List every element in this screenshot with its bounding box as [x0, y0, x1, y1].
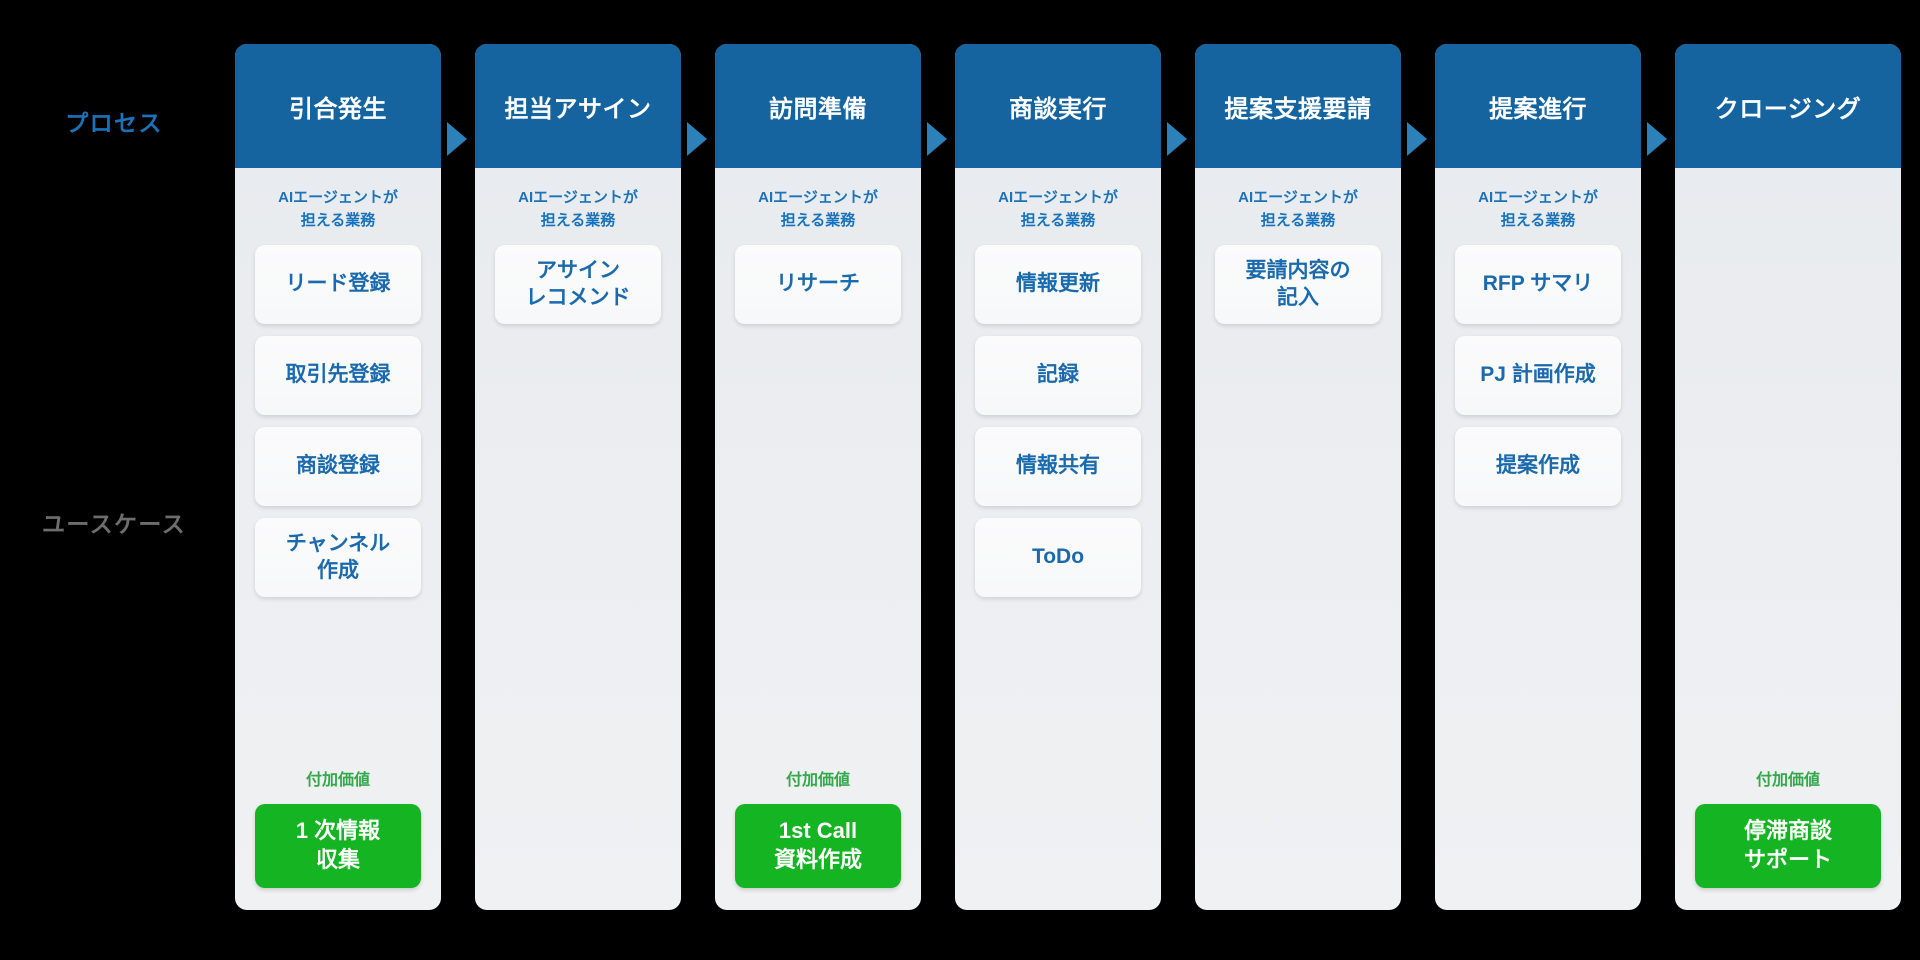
column-spacer — [735, 324, 901, 770]
ai-task-card[interactable]: 情報更新 — [975, 244, 1141, 324]
ai-task-card[interactable]: 商談登録 — [255, 426, 421, 506]
ai-task-card[interactable]: チャンネル 作成 — [255, 517, 421, 597]
stage-header[interactable]: 引合発生 — [235, 44, 441, 168]
column-spacer — [975, 597, 1141, 889]
row-label-usecase: ユースケース — [42, 511, 186, 537]
arrow-right-icon — [927, 122, 947, 156]
added-value-card[interactable]: 1 次情報 収集 — [255, 804, 421, 888]
ai-task-card[interactable]: 取引先登録 — [255, 335, 421, 415]
added-value-card[interactable]: 停滞商談 サポート — [1695, 804, 1881, 888]
ai-tasks-label: AIエージェントが 担える業務 — [278, 189, 398, 230]
column-spacer — [255, 597, 421, 770]
stage-body: 付加価値停滞商談 サポート — [1675, 168, 1901, 910]
added-value-card-list: 停滞商談 サポート — [1695, 804, 1881, 888]
stage-header[interactable]: 提案進行 — [1435, 44, 1641, 168]
added-value-label: 付加価値 — [1755, 772, 1820, 790]
added-value-section: 付加価値 1 次情報 収集 — [255, 769, 421, 888]
added-value-section: 付加価値 1st Call 資料作成 — [735, 769, 901, 888]
arrow-right-icon — [1407, 122, 1427, 156]
added-value-section: 付加価値停滞商談 サポート — [1695, 769, 1881, 888]
stage-header[interactable]: クロージング — [1675, 44, 1901, 168]
ai-tasks-label: AIエージェントが 担える業務 — [998, 189, 1118, 230]
ai-task-card[interactable]: リード登録 — [255, 244, 421, 324]
ai-task-card[interactable]: リサーチ — [735, 244, 901, 324]
stage-body: AIエージェントが 担える業務リサーチ付加価値 1st Call 資料作成 — [715, 168, 921, 910]
ai-task-card-list: リード登録取引先登録商談登録チャンネル 作成 — [255, 244, 421, 597]
ai-task-card-list: 要請内容の 記入 — [1215, 244, 1381, 324]
stage-column[interactable]: 提案進行 AIエージェントが 担える業務 RFP サマリ PJ 計画作成提案作成 — [1435, 44, 1641, 910]
column-spacer — [1215, 324, 1381, 889]
stage-header[interactable]: 訪問準備 — [715, 44, 921, 168]
stage-column[interactable]: 訪問準備 AIエージェントが 担える業務リサーチ付加価値 1st Call 資料作成 — [715, 44, 921, 910]
process-stage-7: クロージング付加価値停滞商談 サポート — [1668, 44, 1908, 910]
column-spacer — [1455, 506, 1621, 889]
stage-body: AIエージェントが 担える業務アサイン レコメンド — [475, 168, 681, 910]
stage-header[interactable]: 提案支援要請 — [1195, 44, 1401, 168]
ai-task-card[interactable]: PJ 計画作成 — [1455, 335, 1621, 415]
row-label-process: プロセス — [65, 110, 163, 136]
added-value-label: 付加価値 — [305, 772, 370, 790]
ai-tasks-label: AIエージェントが 担える業務 — [758, 189, 878, 230]
process-stage-6: 提案進行 AIエージェントが 担える業務 RFP サマリ PJ 計画作成提案作成 — [1428, 44, 1668, 910]
ai-task-card[interactable]: 情報共有 — [975, 426, 1141, 506]
process-stage-3: 訪問準備 AIエージェントが 担える業務リサーチ付加価値 1st Call 資料作成 — [708, 44, 948, 910]
stage-body: AIエージェントが 担える業務リード登録取引先登録商談登録チャンネル 作成付加価… — [235, 168, 441, 910]
ai-task-card[interactable]: RFP サマリ — [1455, 244, 1621, 324]
process-stage-4: 商談実行 AIエージェントが 担える業務情報更新記録情報共有 ToDo — [948, 44, 1188, 910]
ai-tasks-label: AIエージェントが 担える業務 — [1238, 189, 1358, 230]
stage-body: AIエージェントが 担える業務 RFP サマリ PJ 計画作成提案作成 — [1435, 168, 1641, 910]
arrow-right-icon — [1167, 122, 1187, 156]
stage-header[interactable]: 担当アサイン — [475, 44, 681, 168]
added-value-label: 付加価値 — [785, 772, 850, 790]
ai-task-card-list: RFP サマリ PJ 計画作成提案作成 — [1455, 244, 1621, 506]
ai-task-card[interactable]: 提案作成 — [1455, 426, 1621, 506]
ai-task-card[interactable]: アサイン レコメンド — [495, 244, 661, 324]
stage-body: AIエージェントが 担える業務要請内容の 記入 — [1195, 168, 1401, 910]
ai-task-card-list: リサーチ — [735, 244, 901, 324]
arrow-right-icon — [447, 122, 467, 156]
column-spacer — [1695, 186, 1881, 769]
added-value-card[interactable]: 1st Call 資料作成 — [735, 804, 901, 888]
ai-task-card[interactable]: 要請内容の 記入 — [1215, 244, 1381, 324]
ai-task-card-list: アサイン レコメンド — [495, 244, 661, 324]
ai-tasks-label: AIエージェントが 担える業務 — [518, 189, 638, 230]
column-spacer — [495, 324, 661, 889]
arrow-right-icon — [1647, 122, 1667, 156]
stage-body: AIエージェントが 担える業務情報更新記録情報共有 ToDo — [955, 168, 1161, 910]
added-value-card-list: 1 次情報 収集 — [255, 804, 421, 888]
ai-tasks-label: AIエージェントが 担える業務 — [1478, 189, 1598, 230]
ai-task-card-list: 情報更新記録情報共有 ToDo — [975, 244, 1141, 597]
arrow-right-icon — [687, 122, 707, 156]
stage-column[interactable]: 商談実行 AIエージェントが 担える業務情報更新記録情報共有 ToDo — [955, 44, 1161, 910]
stage-column[interactable]: クロージング付加価値停滞商談 サポート — [1675, 44, 1901, 910]
added-value-card-list: 1st Call 資料作成 — [735, 804, 901, 888]
stage-header[interactable]: 商談実行 — [955, 44, 1161, 168]
ai-task-card[interactable]: ToDo — [975, 517, 1141, 597]
ai-task-card[interactable]: 記録 — [975, 335, 1141, 415]
